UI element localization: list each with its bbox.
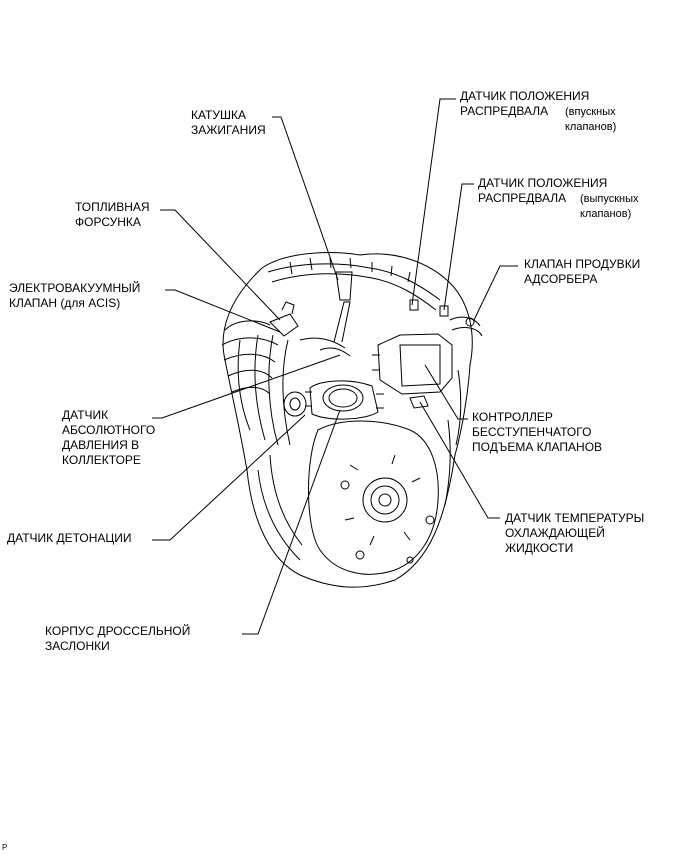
engine-illustration [221, 252, 483, 588]
leader-cam-sensor-intake [411, 98, 456, 306]
footer-code: P [2, 843, 8, 852]
leader-cam-sensor-exhaust [443, 183, 474, 311]
label-vsv-acis: ЭЛЕКТРОВАКУУМНЫЙ КЛАПАН (для ACIS) [9, 281, 141, 310]
leader-purge-valve [473, 265, 518, 321]
cam-sensor-exhaust-small: (выпускных клапанов) [580, 193, 639, 220]
leader-ignition-coil [272, 116, 339, 281]
leader-fuel-injector [160, 209, 281, 321]
label-ignition-coil: КАТУШКА ЗАЖИГАНИЯ [191, 108, 266, 137]
label-vvt-controller: КОНТРОЛЛЕР БЕССТУПЕНЧАТОГО ПОДЪЕМА КЛАПА… [472, 410, 603, 454]
leader-vsv-acis [165, 289, 281, 333]
leader-knock-sensor [152, 414, 306, 541]
label-cam-sensor-exhaust-small: (выпускных клапанов) [580, 192, 639, 222]
label-knock-sensor: ДАТЧИК ДЕТОНАЦИИ [7, 531, 132, 545]
cam-sensor-exhaust-main: ДАТЧИК ПОЛОЖЕНИЯ РАСПРЕДВАЛА [478, 176, 608, 205]
label-map-sensor: ДАТЧИК АБСОЛЮТНОГО ДАВЛЕНИЯ В КОЛЛЕКТОРЕ [62, 408, 156, 467]
label-coolant-temp-sensor: ДАТЧИК ТЕМПЕРАТУРЫ ОХЛАЖДАЮЩЕЙ ЖИДКОСТИ [505, 511, 645, 555]
label-cam-sensor-intake: ДАТЧИК ПОЛОЖЕНИЯ РАСПРЕДВАЛА [460, 89, 589, 119]
label-purge-valve: КЛАПАН ПРОДУВКИ АДСОРБЕРА [524, 257, 641, 286]
label-throttle-body: КОРПУС ДРОССЕЛЬНОЙ ЗАСЛОНКИ [45, 624, 191, 653]
label-fuel-injector: ТОПЛИВНАЯ ФОРСУНКА [75, 200, 150, 229]
leader-lines [152, 98, 518, 635]
leader-map-sensor [152, 354, 341, 419]
leader-coolant-sensor [419, 401, 500, 519]
leader-vvt-controller [424, 364, 468, 420]
cam-sensor-intake-small: (впускных клапанов) [565, 106, 617, 133]
leader-throttle-body [242, 409, 341, 635]
label-cam-sensor-intake-small: (впускных клапанов) [565, 105, 616, 135]
label-cam-sensor-exhaust: ДАТЧИК ПОЛОЖЕНИЯ РАСПРЕДВАЛА [478, 176, 607, 206]
cam-sensor-intake-main: ДАТЧИК ПОЛОЖЕНИЯ РАСПРЕДВАЛА [460, 89, 590, 118]
